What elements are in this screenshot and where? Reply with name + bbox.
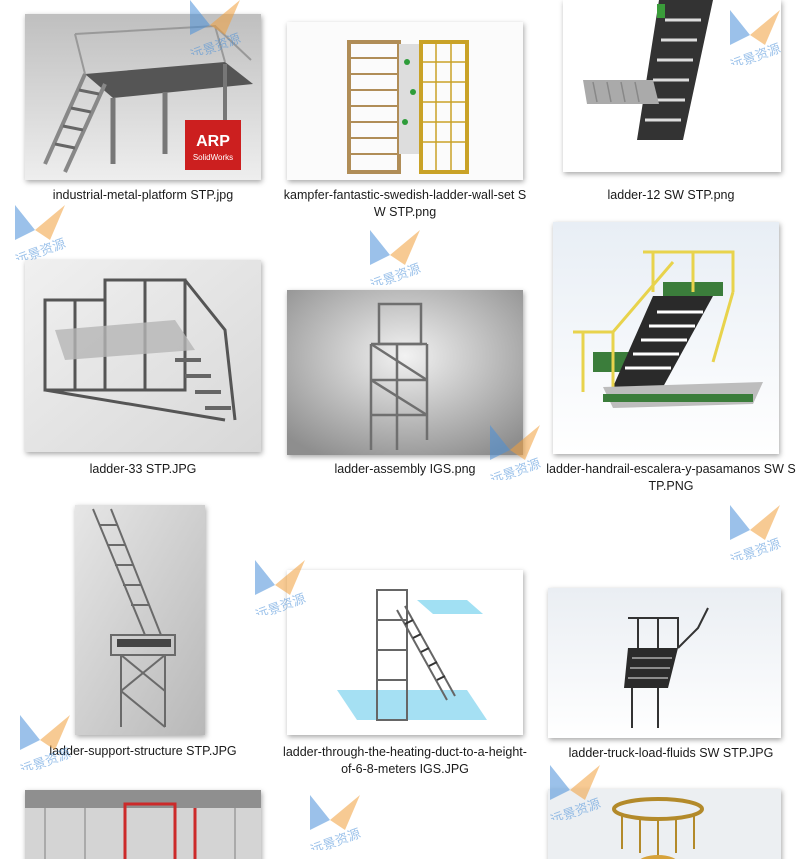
swedish-ladder-image bbox=[287, 22, 523, 180]
arp-badge-sub: SolidWorks bbox=[193, 153, 233, 162]
svg-text:远景资源: 远景资源 bbox=[14, 236, 68, 260]
thumbnail-ladder-assembly[interactable] bbox=[287, 290, 523, 455]
file-name: ladder-through-the-heating-duct-to-a-hei… bbox=[283, 745, 527, 776]
svg-text:远景资源: 远景资源 bbox=[369, 261, 423, 285]
thumbnail-ladder-support-structure[interactable] bbox=[75, 505, 205, 735]
platform-image: ARP SolidWorks bbox=[25, 14, 261, 180]
file-name: ladder-12 SW STP.png bbox=[607, 188, 735, 202]
thumbnail-industrial-metal-platform[interactable]: ARP SolidWorks bbox=[25, 14, 261, 180]
thumbnail-swedish-ladder[interactable] bbox=[287, 22, 523, 180]
thumbnail-ladder-12[interactable] bbox=[563, 0, 781, 172]
watermark-logo-icon: 远景资源 bbox=[10, 710, 80, 770]
file-name: ladder-handrail-escalera-y-pasamanos SW … bbox=[546, 462, 796, 493]
ladder-12-image bbox=[563, 0, 781, 172]
arp-badge-brand: ARP bbox=[196, 133, 230, 150]
ladder-truck-load-image bbox=[548, 588, 781, 738]
ladder-heating-duct-image bbox=[287, 570, 523, 735]
file-name: ladder-support-structure STP.JPG bbox=[49, 744, 237, 758]
file-name: ladder-truck-load-fluids SW STP.JPG bbox=[568, 746, 774, 760]
watermark-logo-icon: 远景资源 bbox=[720, 500, 790, 560]
thumbnail-partial-left[interactable] bbox=[25, 790, 261, 859]
thumbnail-partial-right[interactable] bbox=[548, 789, 781, 859]
svg-text:远景资源: 远景资源 bbox=[309, 826, 363, 850]
thumbnail-ladder-heating-duct[interactable] bbox=[287, 570, 523, 735]
file-name: industrial-metal-platform STP.jpg bbox=[52, 188, 234, 202]
thumbnail-ladder-33[interactable] bbox=[25, 260, 261, 452]
ladder-assembly-image bbox=[287, 290, 523, 455]
arp-badge bbox=[185, 120, 241, 170]
file-name: kampfer-fantastic-swedish-ladder-wall-se… bbox=[283, 188, 527, 219]
file-name: ladder-assembly IGS.png bbox=[334, 462, 476, 476]
ladder-handrail-image bbox=[553, 222, 779, 454]
ladder-support-image bbox=[75, 505, 205, 735]
warehouse-frame-image bbox=[25, 790, 261, 859]
thumbnail-ladder-handrail[interactable] bbox=[553, 222, 779, 454]
ladder-33-image bbox=[25, 260, 261, 452]
svg-text:远景资源: 远景资源 bbox=[729, 536, 783, 560]
watermark-logo-icon: 远景资源 bbox=[360, 225, 430, 285]
thumbnail-ladder-truck-load[interactable] bbox=[548, 588, 781, 738]
watermark-logo-icon: 远景资源 bbox=[5, 200, 75, 260]
file-name: ladder-33 STP.JPG bbox=[89, 462, 197, 476]
watermark-logo-icon: 远景资源 bbox=[300, 790, 370, 850]
spiral-ladder-image bbox=[548, 789, 781, 859]
